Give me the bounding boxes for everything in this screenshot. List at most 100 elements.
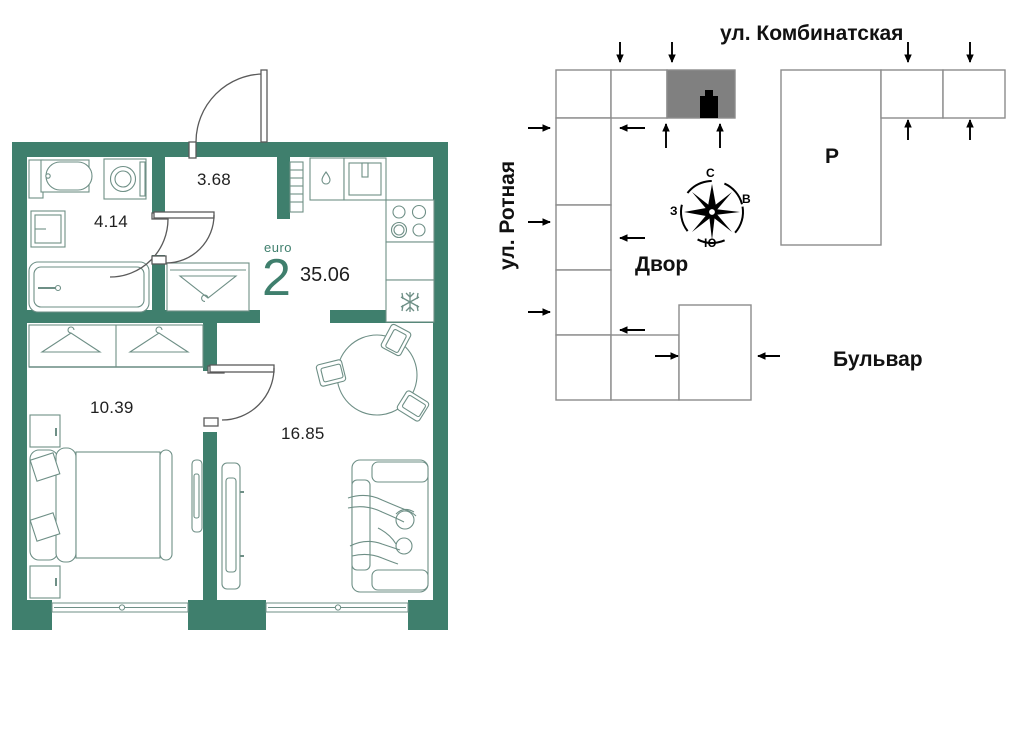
stove-burner-1 — [392, 205, 406, 219]
parking-blocks — [780, 69, 1006, 246]
hall-closet — [166, 262, 250, 312]
area-label-bedroom: 10.39 — [90, 398, 134, 417]
door-bedroom — [203, 364, 275, 427]
hanger-icon — [178, 275, 238, 299]
bedroom-tv-screen — [193, 473, 200, 519]
compass-label-east: В — [742, 192, 751, 206]
block-parking-wing-1 — [880, 69, 944, 119]
stove-burner-2 — [411, 204, 427, 220]
kitchen-cabinet — [385, 241, 435, 281]
hanger-icon-left — [40, 332, 102, 353]
hanger-hook-left-icon — [67, 326, 75, 334]
euro-badge-word: euro — [264, 240, 293, 255]
tv-screen — [225, 477, 237, 573]
stove-burner-4 — [412, 223, 426, 237]
compass-center — [707, 207, 717, 217]
sofa-back-cushion-bottom — [371, 569, 429, 591]
sink-basin — [45, 161, 93, 191]
total-area-value: 35.06 — [300, 264, 351, 286]
sofa-armrest — [351, 479, 371, 571]
floor-plan-svg — [12, 69, 448, 630]
street-label-top: ул. Комбинатская — [720, 22, 904, 45]
area-label-bathroom: 4.14 — [94, 212, 128, 231]
courtyard-label: Двор — [635, 253, 689, 276]
bedroom-furniture — [28, 324, 204, 599]
block-south-2 — [678, 304, 752, 401]
kitchen-counter-left — [309, 157, 345, 201]
kitchen-fixtures — [289, 157, 435, 323]
block-north-2 — [610, 69, 668, 119]
parking-letter: Р — [825, 145, 840, 168]
living-room-furniture — [221, 323, 430, 593]
entrance-marker-head — [705, 90, 713, 97]
hanger-icon-right — [128, 332, 190, 353]
wall-bedroom-right-lower — [203, 432, 217, 615]
stove — [385, 199, 435, 243]
wall-bathroom-bottom — [27, 310, 165, 323]
hanger-hook-right-icon — [155, 326, 163, 334]
person-figure-2 — [349, 527, 413, 565]
person-figure-1 — [347, 494, 417, 530]
bathroom-fixtures — [28, 158, 150, 313]
dining-chair-top — [380, 323, 412, 357]
sofa-back-cushion-top — [371, 461, 429, 483]
wall-exterior-left — [12, 142, 27, 630]
wall-exterior-bottom-2 — [188, 615, 266, 630]
windows-group — [51, 602, 409, 613]
direction-arrows — [528, 42, 974, 360]
block-north-1 — [555, 69, 612, 119]
pillow-2 — [29, 512, 61, 542]
bed-footboard — [159, 449, 173, 561]
window-living — [265, 602, 409, 613]
block-west-1 — [555, 117, 612, 206]
area-label-living-room: 16.85 — [281, 424, 325, 443]
compass-label-north: С — [706, 166, 715, 180]
wall-exterior-bottom-3 — [408, 615, 448, 630]
block-parking-wing-2 — [942, 69, 1006, 119]
door-bathroom-swing — [151, 214, 215, 265]
sink-faucet-icon — [45, 173, 51, 179]
block-west-4 — [555, 334, 612, 401]
pillow-1 — [29, 452, 61, 482]
street-label-boulevard: Бульвар — [833, 348, 923, 371]
wall-hall-bottom — [165, 310, 260, 323]
block-south-1 — [610, 334, 680, 401]
complex-blocks — [555, 69, 752, 401]
kitchen-sink-basin — [348, 162, 382, 196]
entrance-marker-body — [700, 96, 718, 118]
kitchen-faucet-icon — [361, 162, 369, 178]
wall-bathroom-right-upper — [152, 157, 165, 217]
window-bedroom — [51, 602, 189, 613]
refrigerator-snowflake-icon — [400, 292, 420, 312]
block-west-3 — [555, 269, 612, 336]
apartment-floor-plan: 3.68 4.14 10.39 16.85 euro 2 35.06 — [0, 0, 470, 660]
bed-mattress — [75, 451, 161, 559]
wall-kitchen-left — [277, 157, 290, 219]
wall-exterior-top — [12, 142, 448, 157]
compass-label-south: Ю — [704, 236, 717, 250]
area-label-hallway: 3.68 — [197, 170, 231, 189]
site-plan-svg — [528, 42, 1006, 401]
stove-burner-3-inner — [393, 224, 405, 236]
hanger-hook-icon — [201, 294, 209, 302]
wall-exterior-bottom-1 — [12, 615, 52, 630]
compass-ring — [680, 180, 744, 244]
wall-bathroom-right-lower — [152, 255, 165, 322]
euro-badge-rooms: 2 — [262, 249, 291, 307]
street-label-left: ул. Ротная — [496, 160, 519, 270]
entrance-marker — [700, 90, 718, 118]
site-plan: С В Ю З ул. Комбинатская ул. Ротная Двор… — [470, 0, 1024, 420]
doors-group — [109, 69, 275, 427]
dining-chair-left — [315, 359, 347, 387]
kitchen-sink-icon — [321, 171, 331, 185]
block-west-2 — [555, 204, 612, 271]
wall-bedroom-right-upper — [203, 323, 217, 371]
wall-exterior-right — [433, 142, 448, 630]
block-parking-main — [780, 69, 882, 246]
door-entry — [188, 69, 268, 159]
compass-label-west: З — [670, 204, 678, 218]
washing-machine-door-icon — [114, 170, 132, 188]
washing-machine-panel — [139, 161, 146, 197]
bed-bolster — [55, 447, 77, 563]
